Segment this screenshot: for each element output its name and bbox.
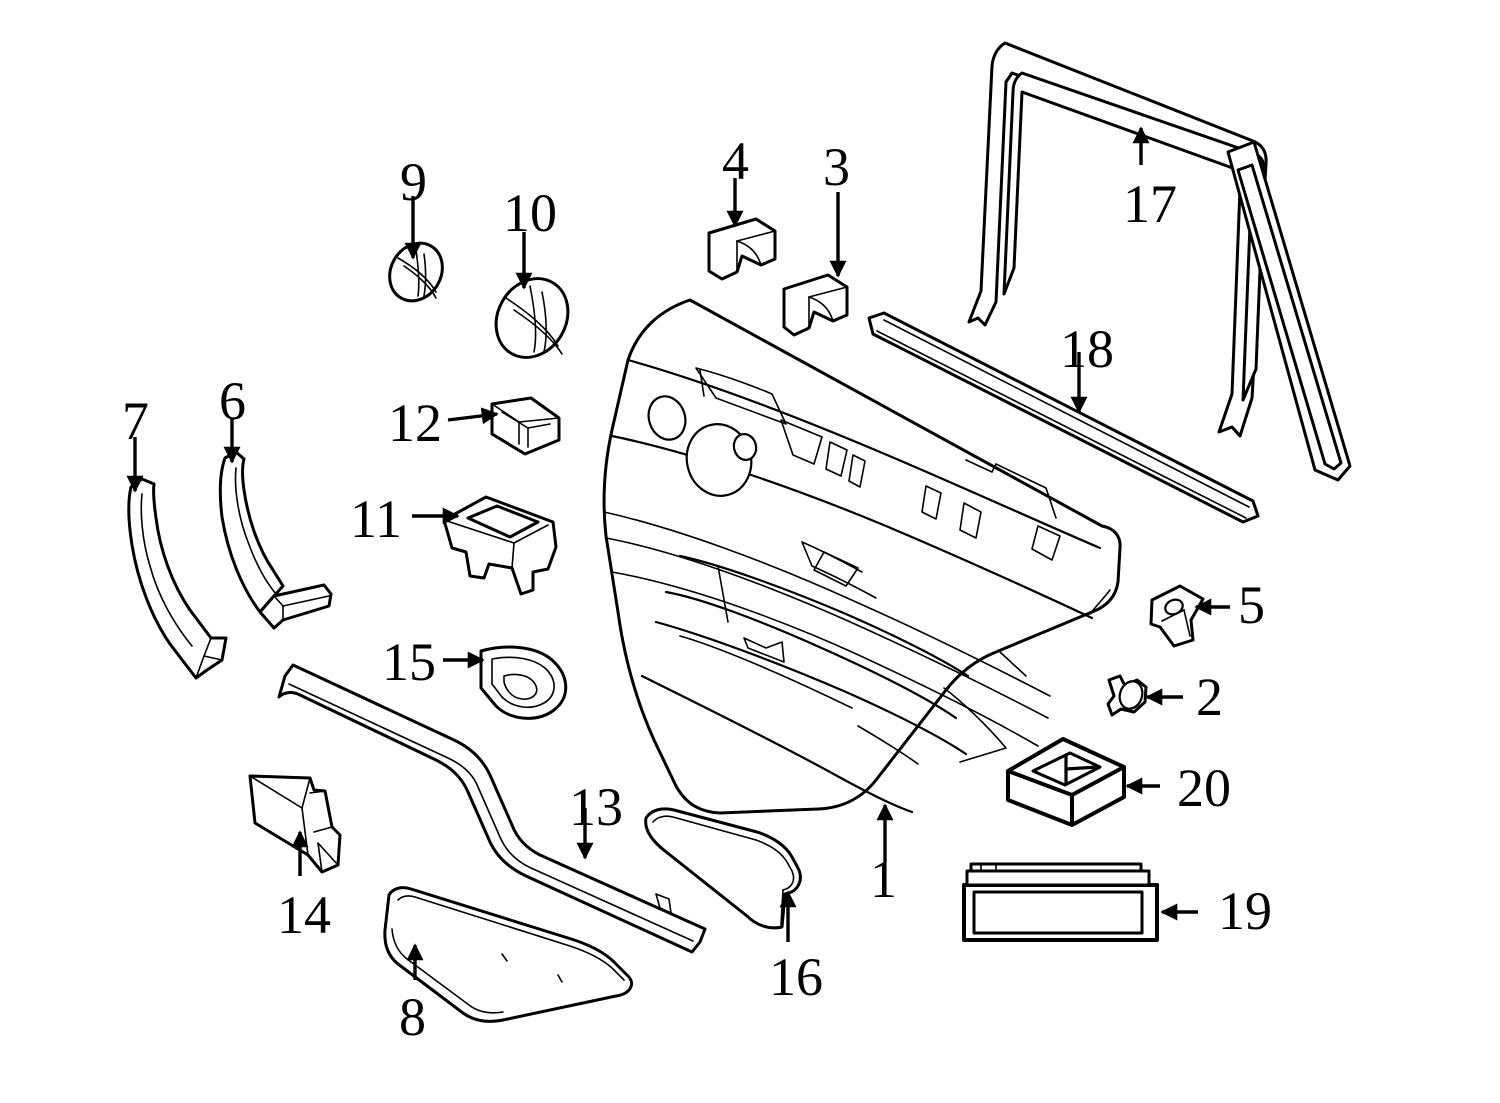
part-5-mounting-bracket-nut: [1149, 584, 1205, 648]
callout-label-6[interactable]: 6: [219, 371, 246, 431]
part-4-upper-clip-bracket-a: [707, 217, 777, 281]
part-18-belt-line-molding: [867, 311, 1260, 524]
callout-label-2[interactable]: 2: [1196, 667, 1223, 727]
callout-label-19[interactable]: 19: [1218, 881, 1272, 941]
part-1-door-trim-panel: [602, 298, 1122, 815]
part-7-guide-rail-outer: [127, 477, 228, 680]
callout-label-4[interactable]: 4: [722, 131, 749, 191]
part-2-retaining-clip-grommet: [1106, 674, 1148, 717]
part-3-upper-clip-bracket-b: [782, 273, 849, 337]
part-10-sealing-plug-large: [494, 277, 570, 359]
callout-label-14[interactable]: 14: [277, 885, 331, 945]
callout-label-15[interactable]: 15: [382, 632, 436, 692]
callout-label-7[interactable]: 7: [122, 391, 149, 451]
callout-label-13[interactable]: 13: [569, 777, 623, 837]
part-15-teardrop-cover-cap: [479, 645, 568, 720]
callout-label-5[interactable]: 5: [1238, 575, 1265, 635]
callout-label-1[interactable]: 1: [870, 849, 897, 909]
callout-label-9[interactable]: 9: [400, 152, 427, 212]
part-19-control-module-unit: [962, 862, 1159, 942]
callout-label-18[interactable]: 18: [1060, 319, 1114, 379]
callout-label-8[interactable]: 8: [399, 987, 426, 1047]
part-17-window-frame-weatherstrip: [967, 41, 1352, 482]
callout-label-20[interactable]: 20: [1177, 758, 1231, 818]
part-6-guide-rail-inner: [218, 450, 333, 630]
callout-label-10[interactable]: 10: [503, 183, 557, 243]
part-20-window-switch-assembly: [1006, 737, 1126, 827]
callout-arrows: [126, 126, 1230, 980]
callout-label-11[interactable]: 11: [350, 489, 402, 549]
part-11-switch-carrier-bezel: [442, 495, 558, 596]
part-14-end-cap-cover: [248, 774, 342, 874]
part-12-clip-housing-box: [490, 396, 561, 456]
part-13-belt-trim-strip: [277, 663, 707, 954]
callout-label-3[interactable]: 3: [823, 137, 850, 197]
callout-label-12[interactable]: 12: [388, 393, 442, 453]
part-16-armrest-pad-oval: [644, 807, 802, 930]
callout-label-16[interactable]: 16: [769, 947, 823, 1007]
callout-label-17[interactable]: 17: [1123, 174, 1177, 234]
part-8-armrest-lower-insert: [383, 886, 633, 1023]
